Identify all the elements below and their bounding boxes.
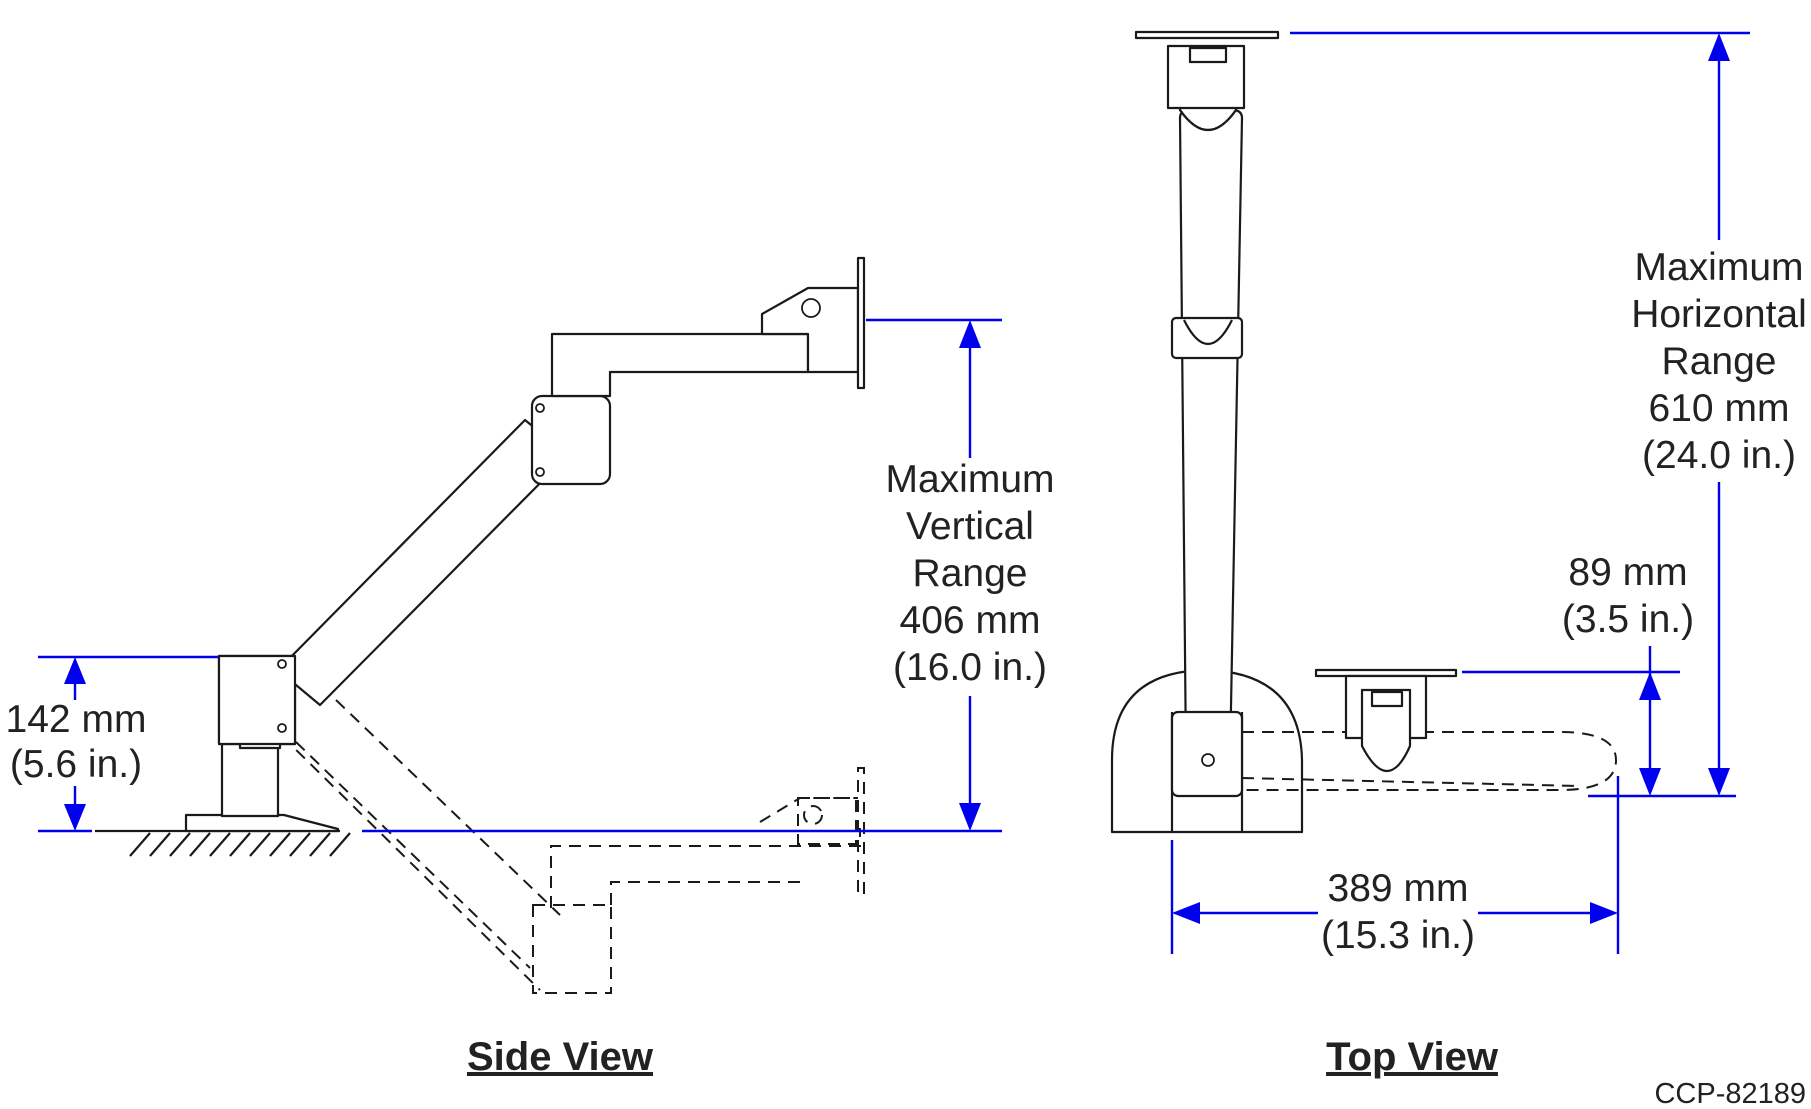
- lower-arm: [276, 418, 570, 707]
- side-view-title: Side View: [467, 1035, 654, 1079]
- horizontal-range-imperial: (24.0 in.): [1642, 434, 1796, 477]
- vertical-range-line2: Vertical: [906, 505, 1034, 548]
- offset-head: [1360, 688, 1412, 773]
- depth-imperial: (15.3 in.): [1321, 914, 1475, 957]
- monitor-plate-side: [856, 256, 866, 390]
- side-view-drawing: [95, 256, 866, 994]
- horizontal-range-metric: 610 mm: [1649, 387, 1790, 430]
- vertical-range-line1: Maximum: [885, 458, 1054, 501]
- base-foot: [184, 813, 340, 833]
- base-height-metric: 142 mm: [6, 698, 147, 741]
- vertical-range-line3: Range: [913, 552, 1028, 595]
- offset-clip: [1370, 690, 1404, 708]
- plate-offset-dimension: 89 mm (3.5 in.): [1462, 551, 1694, 796]
- plate-offset-metric: 89 mm: [1568, 551, 1687, 594]
- floor-hatching: [129, 832, 351, 857]
- horizontal-range-dimension: Maximum Horizontal Range 610 mm (24.0 in…: [1290, 31, 1807, 798]
- top-view-drawing: [1110, 30, 1618, 834]
- top-view-title: Top View: [1326, 1035, 1499, 1079]
- vertical-range-metric: 406 mm: [900, 599, 1041, 642]
- base-height-imperial: (5.6 in.): [10, 743, 142, 786]
- base-height-dimension: 142 mm (5.6 in.): [6, 655, 218, 833]
- tilt-head: [760, 286, 860, 374]
- top-elbow: [1170, 316, 1244, 360]
- vertical-range-dimension: Maximum Vertical Range 406 mm (16.0 in.): [362, 318, 1055, 833]
- upper-arm: [550, 332, 810, 398]
- lowered-arm-outline: [281, 699, 865, 994]
- vertical-range-imperial: (16.0 in.): [893, 646, 1047, 689]
- reference-code: CCP-82189: [1654, 1078, 1806, 1109]
- top-monitor-plate: [1134, 30, 1280, 40]
- horizontal-range-line2: Horizontal: [1631, 293, 1807, 336]
- horizontal-range-line3: Range: [1662, 340, 1777, 383]
- plate-offset-imperial: (3.5 in.): [1562, 598, 1694, 641]
- base-post: [220, 740, 280, 818]
- depth-metric: 389 mm: [1328, 867, 1469, 910]
- swung-arm-outline: [1241, 731, 1618, 791]
- horizontal-range-line1: Maximum: [1634, 246, 1803, 289]
- top-head-clip: [1188, 46, 1228, 64]
- depth-dimension: 389 mm (15.3 in.): [1170, 776, 1620, 957]
